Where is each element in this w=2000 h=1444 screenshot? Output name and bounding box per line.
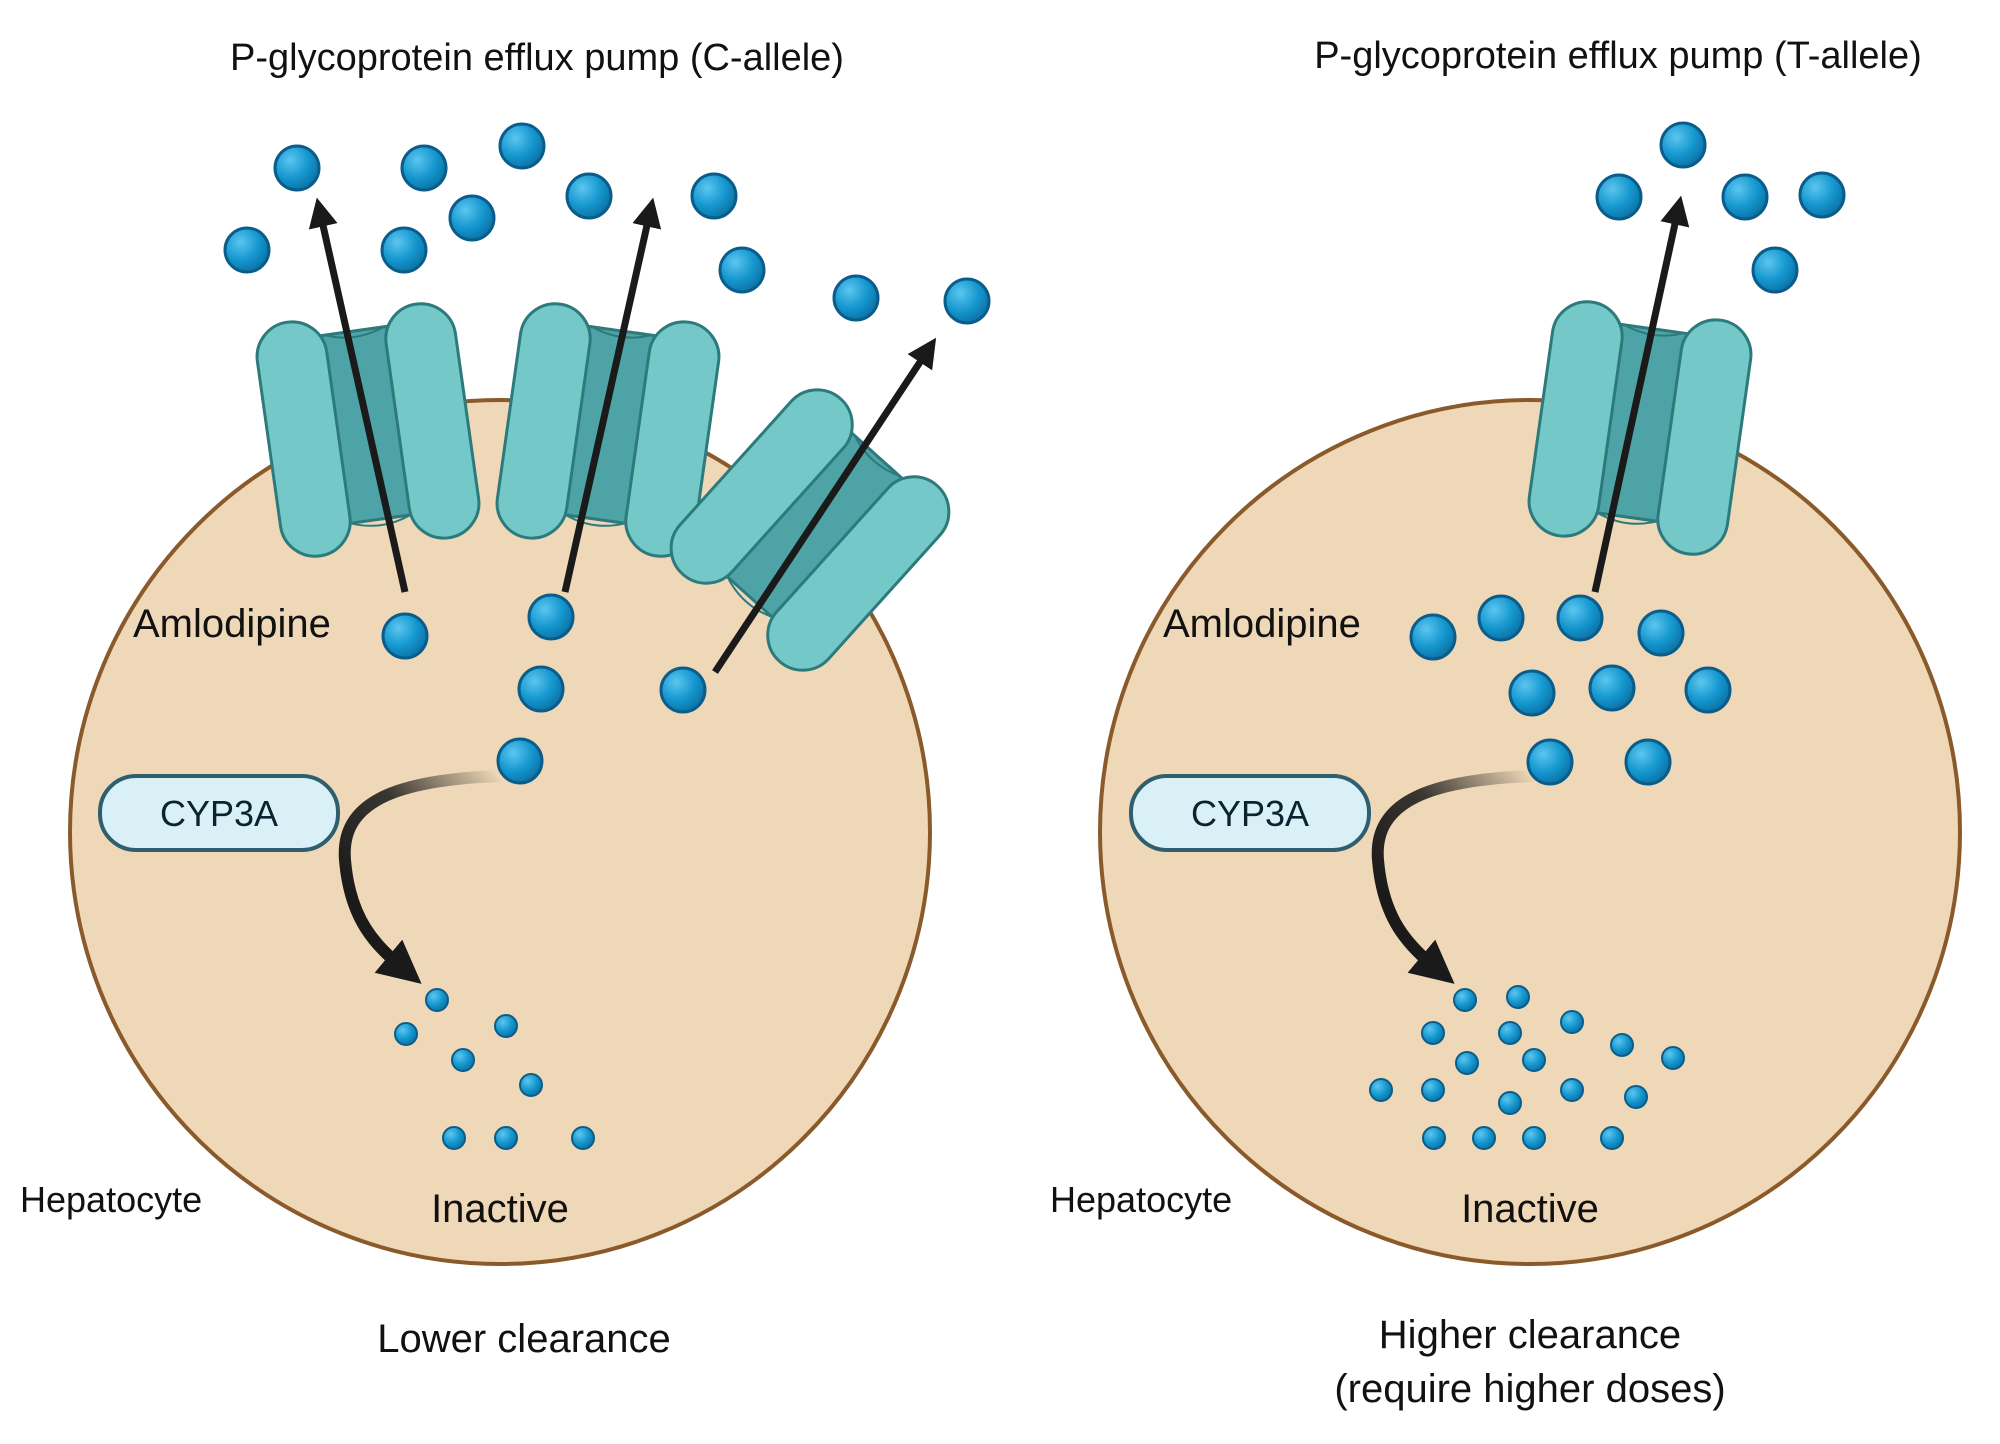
clearance-line: (require higher doses)	[1334, 1367, 1725, 1411]
drug-molecule	[832, 274, 880, 322]
drug-molecule	[718, 246, 766, 294]
drug-molecule	[1684, 666, 1732, 714]
metabolite-molecule	[1421, 1021, 1445, 1045]
drug-molecule	[565, 172, 613, 220]
drug-molecule	[1409, 613, 1457, 661]
drug-molecule	[1624, 738, 1672, 786]
panel-t-allele: P-glycoprotein efflux pump (T-allele) CY…	[1050, 35, 1962, 1411]
drug-molecule	[1637, 609, 1685, 657]
metabolite-molecule	[394, 1022, 418, 1046]
cell-label: Hepatocyte	[20, 1179, 202, 1220]
drug-label: Amlodipine	[133, 602, 331, 646]
metabolite-molecule	[1455, 1051, 1479, 1075]
drug-molecule	[400, 144, 448, 192]
metabolite-molecule	[1522, 1126, 1546, 1150]
efflux-arrow	[308, 197, 409, 593]
cell-label: Hepatocyte	[1050, 1179, 1232, 1220]
panel-c-allele: P-glycoprotein efflux pump (C-allele) CY…	[20, 37, 991, 1361]
metabolite-molecule	[1661, 1046, 1685, 1070]
enzyme-label: CYP3A	[1191, 793, 1309, 834]
clearance-line: Lower clearance	[377, 1317, 671, 1361]
metabolite-molecule	[1560, 1078, 1584, 1102]
drug-molecule	[381, 612, 429, 660]
drug-molecules	[223, 122, 991, 785]
metabolite-label: Inactive	[1461, 1187, 1599, 1231]
drug-molecule	[223, 226, 271, 274]
metabolite-molecule	[519, 1073, 543, 1097]
drug-molecule	[496, 737, 544, 785]
efflux-arrow	[712, 337, 937, 674]
metabolism-arrow	[338, 770, 504, 984]
metabolite-molecule	[1369, 1078, 1393, 1102]
efflux-pump	[1523, 295, 1757, 561]
metabolite-molecule	[1610, 1033, 1634, 1057]
cyp3a-enzyme: CYP3A	[1129, 774, 1371, 852]
panel-title: P-glycoprotein efflux pump (T-allele)	[1314, 35, 1922, 77]
drug-molecule	[1751, 246, 1799, 294]
metabolite-molecule	[1498, 1091, 1522, 1115]
metabolite-molecule	[1560, 1010, 1584, 1034]
metabolite-label: Inactive	[431, 1187, 569, 1231]
metabolite-molecule	[1506, 985, 1530, 1009]
hepatocyte-cell	[68, 398, 932, 1266]
inactive-metabolites	[394, 988, 595, 1150]
clearance-line: Higher clearance	[1379, 1313, 1681, 1357]
metabolite-molecule	[1600, 1126, 1624, 1150]
efflux-arrow	[1591, 195, 1690, 593]
drug-molecule	[1595, 173, 1643, 221]
drug-molecule	[380, 226, 428, 274]
metabolite-molecule	[1498, 1021, 1522, 1045]
metabolite-molecule	[1522, 1048, 1546, 1072]
metabolite-molecule	[451, 1048, 475, 1072]
cyp3a-enzyme: CYP3A	[98, 774, 340, 852]
metabolism-arrow	[1371, 770, 1537, 984]
drug-label: Amlodipine	[1163, 602, 1361, 646]
panel-title: P-glycoprotein efflux pump (C-allele)	[230, 37, 844, 79]
drug-molecule	[498, 122, 546, 170]
drug-molecules	[1409, 121, 1846, 786]
efflux-arrow	[561, 197, 662, 593]
metabolite-molecule	[1472, 1126, 1496, 1150]
drug-molecule	[517, 665, 565, 713]
metabolite-molecule	[1453, 988, 1477, 1012]
drug-molecule	[943, 277, 991, 325]
inactive-metabolites	[1369, 985, 1685, 1150]
metabolite-molecule	[1421, 1078, 1445, 1102]
drug-molecule	[659, 666, 707, 714]
metabolite-molecule	[425, 988, 449, 1012]
metabolite-molecule	[494, 1014, 518, 1038]
drug-molecule	[1508, 669, 1556, 717]
metabolite-molecule	[1624, 1085, 1648, 1109]
drug-molecule	[1659, 121, 1707, 169]
metabolite-molecule	[571, 1126, 595, 1150]
metabolite-molecule	[442, 1126, 466, 1150]
metabolite-molecule	[494, 1126, 518, 1150]
hepatocyte-cell	[1098, 398, 1962, 1266]
drug-molecule	[527, 593, 575, 641]
drug-molecule	[448, 194, 496, 242]
drug-molecule	[1798, 171, 1846, 219]
drug-molecule	[1477, 594, 1525, 642]
metabolite-molecule	[1422, 1126, 1446, 1150]
drug-molecule	[1588, 664, 1636, 712]
drug-molecule	[690, 172, 738, 220]
drug-molecule	[1556, 594, 1604, 642]
drug-molecule	[273, 144, 321, 192]
drug-molecule	[1526, 738, 1574, 786]
enzyme-label: CYP3A	[160, 793, 278, 834]
drug-molecule	[1721, 173, 1769, 221]
